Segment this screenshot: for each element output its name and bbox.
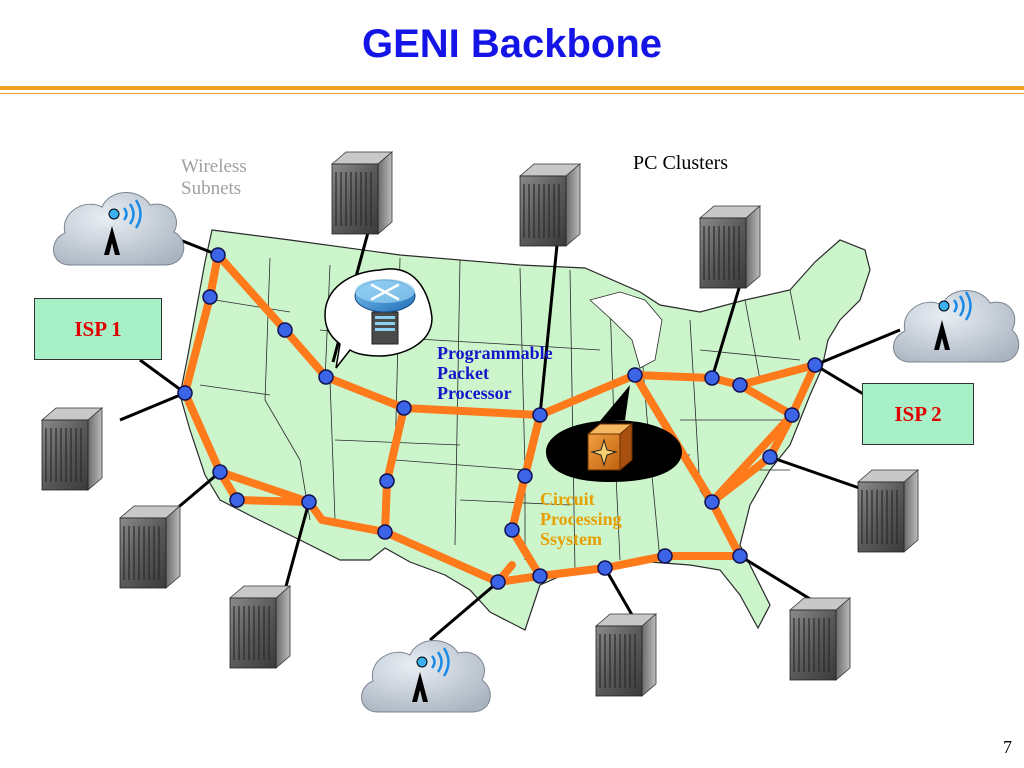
cps-label-line3: Ssystem [540, 529, 602, 549]
node-kansas[interactable] [532, 407, 548, 423]
wireless-subnets-label: Wireless Subnets [181, 156, 247, 200]
slide-title: GENI Backbone [361, 22, 663, 66]
wireless-cloud-icon [361, 640, 491, 713]
backbone-nodes [177, 247, 823, 590]
wireless-label-line2: Subnets [181, 178, 242, 199]
cps-label-line1: Circuit [540, 489, 595, 509]
node-seattle[interactable] [210, 247, 226, 263]
node-saltlake[interactable] [318, 369, 334, 385]
pc-cluster-server-icon[interactable] [330, 151, 394, 235]
ppp-label-line3: Processor [437, 383, 512, 403]
node-portland[interactable] [202, 289, 218, 305]
ppp-label-line2: Packet [437, 363, 489, 383]
wireless-label-line1: Wireless [181, 156, 247, 177]
pc-cluster-server-icon[interactable] [40, 407, 104, 491]
node-atlanta[interactable] [704, 494, 720, 510]
node-sanantonio[interactable] [490, 574, 506, 590]
node-boise[interactable] [277, 322, 293, 338]
node-pittsburgh[interactable] [732, 377, 748, 393]
router-callout[interactable] [324, 268, 433, 369]
cps-label: Circuit Processing Ssystem [540, 489, 622, 549]
wireless-cloud-south[interactable] [361, 640, 491, 713]
node-newyork[interactable] [807, 357, 823, 373]
node-tulsa[interactable] [517, 468, 533, 484]
pc-cluster-server-icon[interactable] [856, 469, 920, 553]
node-neworleans[interactable] [597, 560, 613, 576]
node-losangeles[interactable] [212, 464, 228, 480]
antenna-icon [934, 291, 972, 350]
isp2-label: ISP 2 [894, 401, 942, 426]
node-dallas[interactable] [504, 522, 520, 538]
us-map [179, 229, 871, 631]
router-icon [354, 279, 416, 345]
pc-cluster-server-icon[interactable] [518, 163, 582, 247]
isp2-box[interactable]: ISP 2 [862, 383, 974, 445]
node-phoenix[interactable] [301, 494, 317, 510]
pc-cluster-server-icon[interactable] [118, 505, 182, 589]
node-houston[interactable] [532, 568, 548, 584]
wireless-cloud-icon [893, 290, 1020, 363]
great-lakes [589, 291, 663, 369]
page-number: 7 [1003, 737, 1012, 757]
isp1-label: ISP 1 [74, 316, 122, 341]
wireless-cloud-northwest[interactable] [53, 192, 185, 266]
pc-cluster-server-icon[interactable] [594, 613, 658, 697]
pc-cluster-server-icon[interactable] [788, 597, 852, 681]
node-elpaso[interactable] [377, 524, 393, 540]
node-cleveland[interactable] [704, 370, 720, 386]
pc-cluster-server-icon[interactable] [228, 585, 292, 669]
wireless-cloud-icon [53, 192, 185, 266]
circuit-switch-icon [586, 422, 634, 472]
node-sacramento[interactable] [177, 385, 193, 401]
wireless-cloud-northeast[interactable] [893, 290, 1020, 363]
node-washington[interactable] [784, 407, 800, 423]
pc-clusters-label: PC Clusters [633, 152, 729, 174]
cps-label-line2: Processing [540, 509, 622, 529]
node-jacksonville[interactable] [732, 548, 748, 564]
servers [40, 151, 920, 697]
title-rule [0, 86, 1024, 90]
node-denver[interactable] [396, 400, 412, 416]
antenna-icon [412, 647, 450, 702]
pc-cluster-server-icon[interactable] [698, 205, 762, 289]
ppp-label: Programmable Packet Processor [437, 343, 553, 403]
node-sandiego[interactable] [229, 492, 245, 508]
node-mobile[interactable] [657, 548, 673, 564]
title-rule-thin [0, 93, 1024, 94]
us-map-shape [179, 229, 871, 631]
node-albuquerque[interactable] [379, 473, 395, 489]
ppp-label-line1: Programmable [437, 343, 553, 363]
circuit-callout[interactable] [546, 385, 682, 482]
node-raleigh[interactable] [762, 449, 778, 465]
isp1-box[interactable]: ISP 1 [34, 298, 162, 360]
node-chicago[interactable] [627, 367, 643, 383]
antenna-icon [104, 199, 142, 255]
